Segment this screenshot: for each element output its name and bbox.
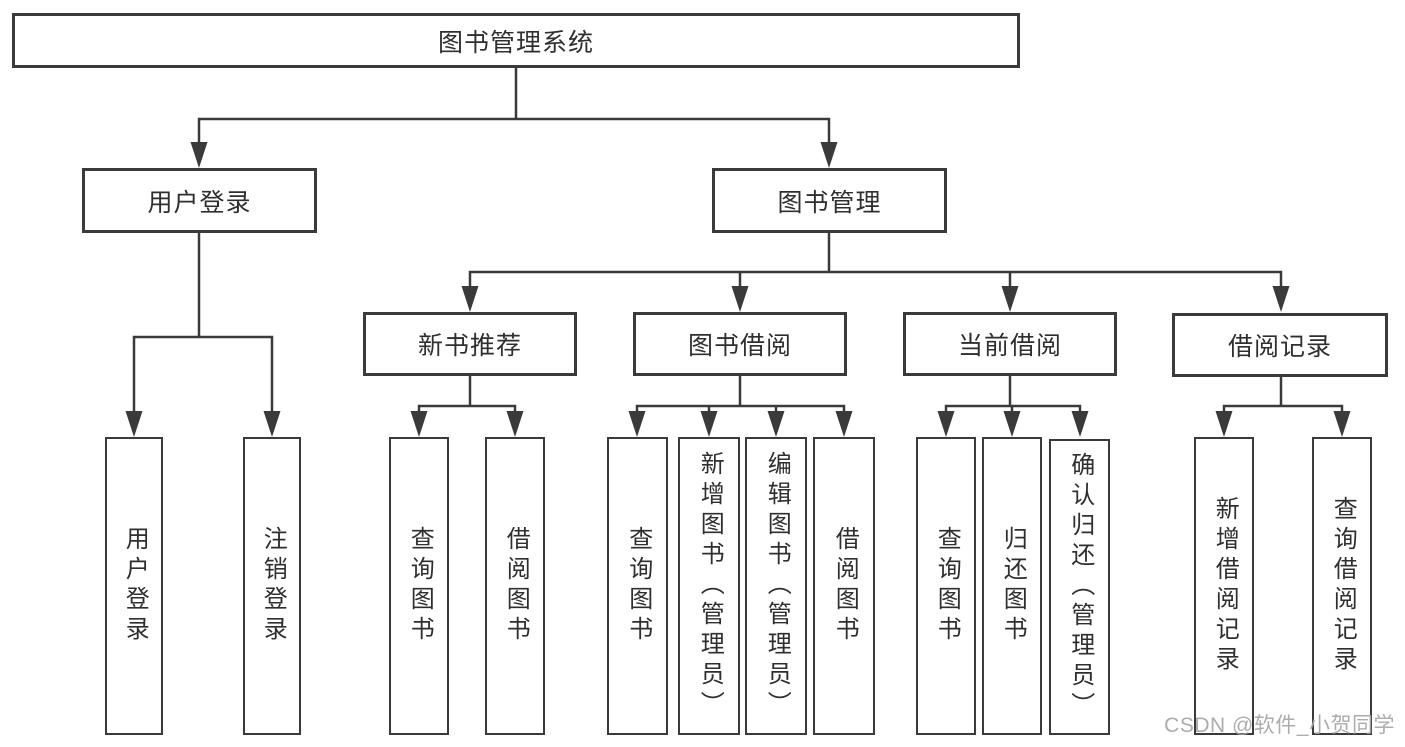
- node-user-login: 用户登录: [82, 168, 317, 233]
- node-book-management-label: 图书管理: [777, 188, 882, 217]
- node-book-borrowing: 图书借阅: [633, 312, 847, 376]
- node-book-borrowing-label: 图书借阅: [687, 332, 792, 360]
- leaf-cb-confirm-return-admin: 确认归还（管理员）: [1049, 439, 1110, 735]
- node-root: 图书管理系统: [12, 13, 1020, 68]
- leaf-logout: 注销登录: [243, 437, 301, 735]
- leaf-br-add-record-label: 新增借阅记录: [1211, 496, 1239, 676]
- leaf-bb-add-books-admin-label: 新增图书（管理员）: [696, 451, 724, 721]
- leaf-nb-borrow-books-label: 借阅图书: [502, 526, 530, 646]
- leaf-bb-query-books: 查询图书: [607, 437, 668, 735]
- leaf-user-login-label: 用户登录: [121, 526, 149, 646]
- leaf-bb-add-books-admin: 新增图书（管理员）: [678, 437, 740, 735]
- node-borrowing-records: 借阅记录: [1172, 313, 1388, 377]
- leaf-cb-query-books-label: 查询图书: [933, 526, 961, 646]
- leaf-cb-confirm-return-admin-label: 确认归还（管理员）: [1066, 452, 1094, 722]
- leaf-nb-query-books: 查询图书: [389, 437, 449, 735]
- leaf-cb-return-books: 归还图书: [982, 437, 1042, 735]
- leaf-bb-borrow-books-label: 借阅图书: [831, 526, 859, 646]
- leaf-nb-borrow-books: 借阅图书: [485, 437, 545, 735]
- leaf-bb-borrow-books: 借阅图书: [813, 437, 875, 735]
- node-new-book-recommend-label: 新书推荐: [417, 332, 522, 360]
- node-borrowing-records-label: 借阅记录: [1227, 333, 1332, 361]
- leaf-user-login: 用户登录: [105, 437, 163, 735]
- node-current-borrowing-label: 当前借阅: [957, 332, 1062, 360]
- node-current-borrowing: 当前借阅: [903, 312, 1117, 376]
- arrow-down-icons: [125, 142, 1351, 437]
- leaf-br-query-record: 查询借阅记录: [1312, 437, 1372, 735]
- node-root-label: 图书管理系统: [437, 28, 594, 57]
- leaf-bb-query-books-label: 查询图书: [624, 526, 652, 646]
- leaf-br-add-record: 新增借阅记录: [1194, 437, 1254, 735]
- leaf-cb-return-books-label: 归还图书: [999, 526, 1027, 646]
- leaf-nb-query-books-label: 查询图书: [406, 526, 434, 646]
- csdn-watermark: CSDN @软件_小贺同学: [1164, 714, 1395, 737]
- leaf-logout-label: 注销登录: [259, 526, 287, 646]
- node-book-management: 图书管理: [712, 168, 947, 233]
- leaf-br-query-record-label: 查询借阅记录: [1329, 496, 1357, 676]
- leaf-bb-edit-books-admin-label: 编辑图书（管理员）: [763, 451, 791, 721]
- leaf-bb-edit-books-admin: 编辑图书（管理员）: [745, 437, 807, 735]
- node-new-book-recommend: 新书推荐: [363, 312, 577, 376]
- node-user-login-label: 用户登录: [147, 188, 252, 217]
- leaf-cb-query-books: 查询图书: [916, 437, 976, 735]
